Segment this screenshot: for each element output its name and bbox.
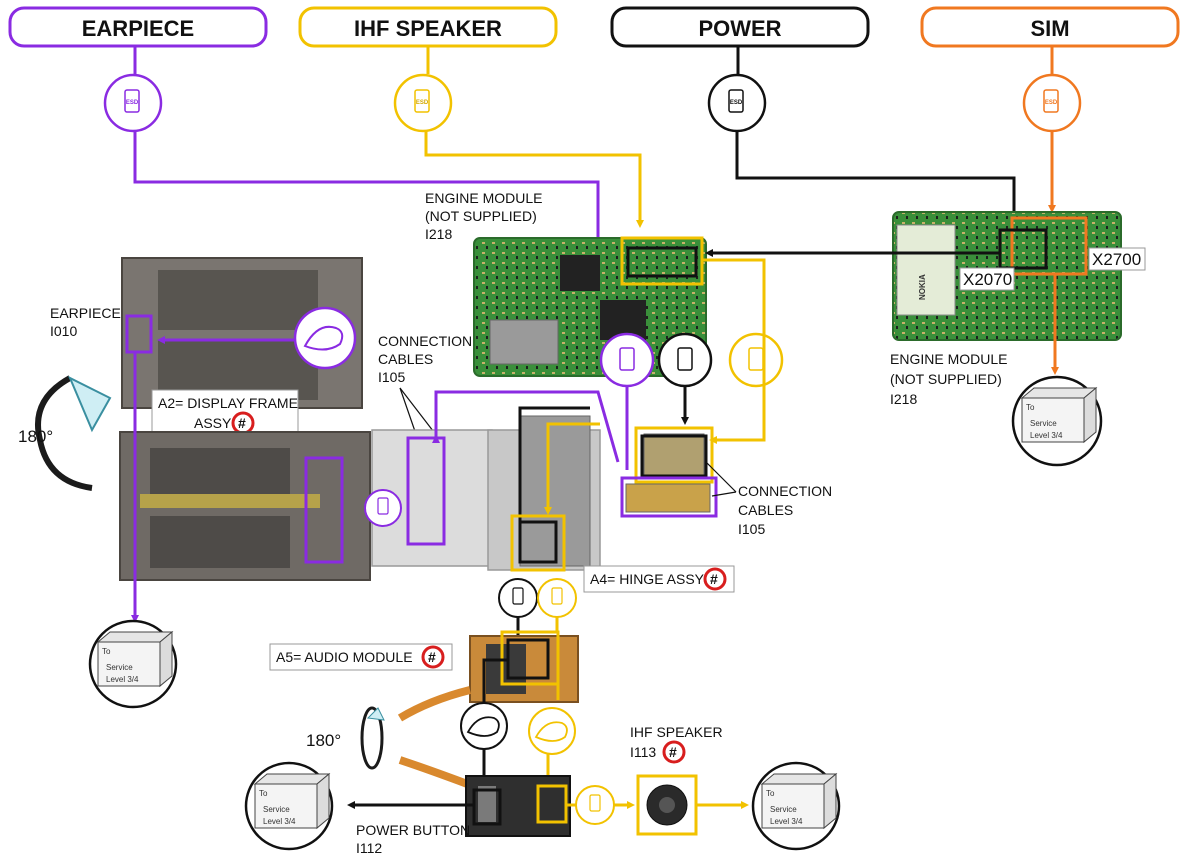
svg-text:Service: Service — [770, 805, 797, 814]
svg-text:CONNECTION: CONNECTION — [378, 333, 472, 349]
hinge-assy-label: A4= HINGE ASSY # — [584, 566, 734, 592]
hash-icon: # — [428, 649, 436, 665]
display-frame-label: A2= DISPLAY FRAME ASSY # — [152, 390, 298, 436]
esd-label: ESD — [730, 100, 743, 106]
svg-text:X2700: X2700 — [1092, 250, 1141, 269]
hash-icon: # — [669, 744, 677, 760]
power-flow-arrow — [737, 131, 1014, 222]
svg-text:Level 3/4: Level 3/4 — [770, 817, 803, 826]
service-level-box-icon: To Service Level 3/4 — [246, 763, 332, 849]
svg-text:To: To — [1026, 403, 1035, 412]
engine-module-top-label: ENGINE MODULE (NOT SUPPLIED) I218 — [425, 190, 542, 242]
svg-text:IHF SPEAKER: IHF SPEAKER — [630, 724, 723, 740]
speaker-icon — [647, 785, 687, 825]
service-level-box-icon: To Service Level 3/4 — [1013, 377, 1101, 465]
svg-text:POWER BUTTON: POWER BUTTON — [356, 822, 470, 838]
ihf-speaker-part-label: IHF SPEAKER I113 # — [630, 724, 723, 762]
esd-label: ESD — [416, 100, 429, 106]
hand-icon — [461, 703, 507, 749]
esd-icon — [576, 786, 614, 824]
hand-icon — [295, 308, 355, 368]
svg-text:I105: I105 — [378, 369, 405, 385]
svg-text:A2= DISPLAY FRAME: A2= DISPLAY FRAME — [158, 395, 298, 411]
rotate-180-icon — [362, 708, 384, 768]
svg-text:X2070: X2070 — [963, 270, 1012, 289]
service-level-box-icon: To Service Level 3/4 — [90, 621, 176, 707]
power-button-label: POWER BUTTON I112 — [356, 822, 470, 856]
svg-text:ASSY: ASSY — [194, 415, 232, 431]
svg-text:To: To — [259, 789, 268, 798]
rotate-180-label: 180° — [18, 427, 53, 446]
connection-cables-left-label: CONNECTION CABLES I105 — [378, 333, 472, 385]
svg-text:Level 3/4: Level 3/4 — [1030, 431, 1063, 440]
header-power-label: POWER — [698, 16, 781, 41]
svg-text:I010: I010 — [50, 323, 77, 339]
header-sim: SIM — [922, 8, 1178, 46]
esd-icon — [538, 579, 576, 617]
svg-text:CONNECTION: CONNECTION — [738, 483, 832, 499]
svg-text:ENGINE MODULE: ENGINE MODULE — [425, 190, 542, 206]
svg-text:Service: Service — [1030, 419, 1057, 428]
header-earpiece-label: EARPIECE — [82, 16, 194, 41]
lower-flex-cable — [400, 760, 470, 785]
svg-text:EARPIECE: EARPIECE — [50, 305, 121, 321]
connection-cables-right-label: CONNECTION CABLES I105 — [738, 483, 832, 537]
header-ihf-speaker: IHF SPEAKER — [300, 8, 556, 46]
header-ihf-speaker-label: IHF SPEAKER — [354, 16, 502, 41]
svg-text:I218: I218 — [890, 391, 917, 407]
esd-label: ESD — [1045, 100, 1058, 106]
esd-icon: ESD — [1024, 75, 1080, 131]
hand-icon — [529, 708, 575, 754]
esd-icon — [659, 334, 711, 386]
header-sim-label: SIM — [1030, 16, 1069, 41]
svg-text:(NOT SUPPLIED): (NOT SUPPLIED) — [425, 208, 537, 224]
esd-icon — [365, 490, 401, 526]
cables-right-image — [626, 434, 710, 512]
esd-icon: ESD — [395, 75, 451, 131]
esd-label: ESD — [126, 100, 139, 106]
esd-icon: ESD — [709, 75, 765, 131]
svg-text:I105: I105 — [738, 521, 765, 537]
svg-text:I113: I113 — [630, 744, 656, 760]
x2070-label: X2070 — [960, 268, 1014, 290]
svg-text:CABLES: CABLES — [738, 502, 793, 518]
svg-text:Service: Service — [263, 805, 290, 814]
esd-icon — [499, 579, 537, 617]
earpiece-part-label: EARPIECE I010 — [50, 305, 121, 339]
audio-module-label: A5= AUDIO MODULE # — [270, 644, 452, 670]
esd-icon — [601, 334, 653, 386]
svg-text:Level 3/4: Level 3/4 — [106, 675, 139, 684]
header-power: POWER — [612, 8, 868, 46]
x2700-label: X2700 — [1089, 248, 1145, 270]
hinge-frame-image — [372, 416, 600, 570]
svg-text:(NOT SUPPLIED): (NOT SUPPLIED) — [890, 371, 1002, 387]
audio-flex-cable — [400, 690, 470, 718]
esd-icon: ESD — [105, 75, 161, 131]
svg-text:A4= HINGE ASSY: A4= HINGE ASSY — [590, 571, 705, 587]
svg-text:To: To — [766, 789, 775, 798]
svg-text:I218: I218 — [425, 226, 452, 242]
esd-icon — [730, 334, 782, 386]
nokia-logo-text: NOKIA — [918, 274, 927, 300]
svg-text:Service: Service — [106, 663, 133, 672]
svg-text:Level 3/4: Level 3/4 — [263, 817, 296, 826]
header-earpiece: EARPIECE — [10, 8, 266, 46]
svg-text:A5= AUDIO MODULE: A5= AUDIO MODULE — [276, 649, 413, 665]
display-frame-bottom-image — [120, 432, 370, 580]
audio-module-image — [470, 636, 578, 702]
engine-module-right-label: ENGINE MODULE (NOT SUPPLIED) I218 — [890, 351, 1007, 407]
hash-icon: # — [238, 415, 246, 431]
svg-text:ENGINE MODULE: ENGINE MODULE — [890, 351, 1007, 367]
svg-text:To: To — [102, 647, 111, 656]
hash-icon: # — [710, 571, 718, 587]
svg-text:I112: I112 — [356, 840, 382, 856]
service-level-box-icon: To Service Level 3/4 — [753, 763, 839, 849]
svg-text:CABLES: CABLES — [378, 351, 433, 367]
rotate-180-label-lower: 180° — [306, 731, 341, 750]
